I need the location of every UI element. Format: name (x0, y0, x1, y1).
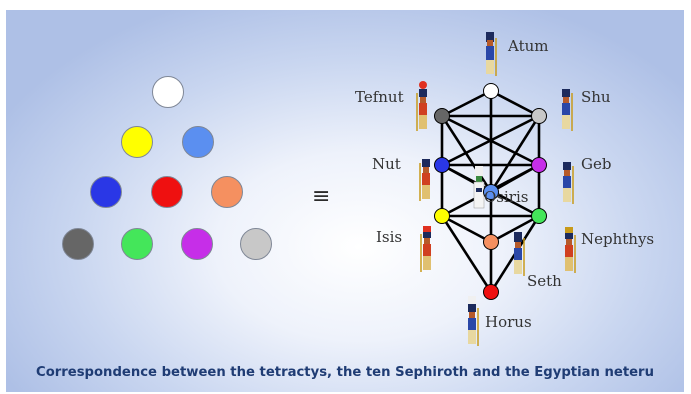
tree-of-life: Atum Tefnut Shu Nut Geb Osiris Isis Neph… (355, 32, 654, 346)
label-seth: Seth (527, 272, 562, 290)
tetractys-dot (151, 176, 183, 208)
slide-caption: Correspondence between the tetractys, th… (36, 365, 654, 380)
label-osiris: Osiris (484, 188, 528, 206)
atum-figure-icon (486, 32, 497, 76)
label-nephthys: Nephthys (581, 230, 654, 248)
sephirah-node (434, 108, 450, 124)
label-tefnut: Tefnut (355, 88, 404, 106)
sephirah-node (434, 208, 450, 224)
geb-figure-icon (563, 162, 574, 204)
sephirah-node (483, 284, 499, 300)
tetractys-dot (62, 228, 94, 260)
label-nut: Nut (372, 155, 401, 173)
sephirah-node (434, 157, 450, 173)
nut-figure-icon (419, 159, 430, 201)
tetractys-dot (90, 176, 122, 208)
tetractys-dot (152, 76, 184, 108)
tefnut-figure-icon (416, 81, 427, 131)
horus-figure-icon (468, 296, 479, 346)
tetractys-dot (121, 228, 153, 260)
shu-figure-icon (562, 89, 573, 131)
isis-figure-icon (420, 226, 431, 272)
sephirah-node (483, 234, 499, 250)
equivalence-symbol: ≡ (312, 184, 331, 209)
label-shu: Shu (581, 88, 611, 106)
tetractys-dot (181, 228, 213, 260)
tetractys-dot (182, 126, 214, 158)
label-horus: Horus (485, 313, 532, 331)
neteru-labels: Atum Tefnut Shu Nut Geb Osiris Isis Neph… (355, 37, 654, 331)
label-geb: Geb (581, 155, 611, 173)
seth-figure-icon (514, 232, 525, 276)
sephirah-node (531, 157, 547, 173)
label-atum: Atum (507, 37, 548, 55)
sephirah-node (531, 208, 547, 224)
tetractys-dot (240, 228, 272, 260)
tetractys-dot (121, 126, 153, 158)
tetractys-dot (211, 176, 243, 208)
sephirah-node (531, 108, 547, 124)
sephirah-node (483, 83, 499, 99)
label-isis: Isis (376, 228, 402, 246)
slide: ≡ (6, 10, 684, 392)
sephirah-node (483, 184, 499, 200)
sephiroth-nodes (434, 83, 547, 300)
nephthys-figure-icon (565, 227, 576, 273)
osiris-figure-icon (473, 166, 485, 209)
deity-figures (416, 32, 576, 346)
